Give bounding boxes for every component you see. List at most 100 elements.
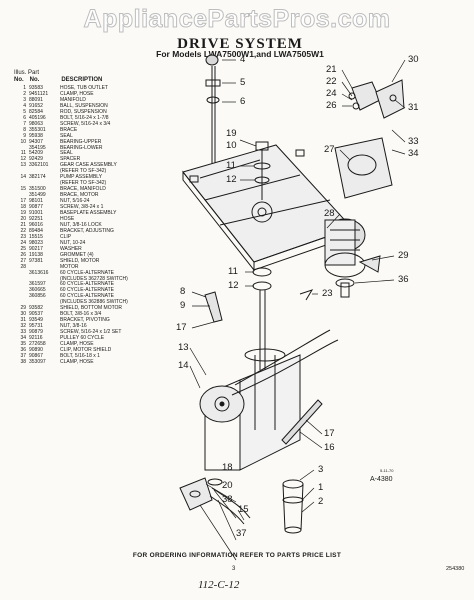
callout-18: 18	[222, 462, 233, 473]
part-description: 60 CYCLE-ALTERNATE	[60, 269, 114, 276]
part-illus-no: 22	[20, 227, 26, 234]
part-illus-no: 35	[20, 340, 26, 347]
part-number: 353097	[29, 358, 46, 365]
part-number: 93582	[29, 305, 43, 312]
callout-10: 10	[226, 140, 237, 151]
suspension-rod	[205, 66, 221, 178]
callout-36: 36	[398, 274, 409, 285]
callout-12: 12	[226, 174, 237, 185]
hose	[207, 478, 251, 525]
part-description: CLIP	[60, 233, 72, 240]
part-number: 354195	[29, 144, 46, 151]
part-description: GROMMET (4)	[60, 251, 94, 258]
parts-row: (INCLUDES 362886 SWITCH)	[13, 299, 155, 306]
part-description: CLAMP, HOSE	[60, 90, 94, 97]
part-illus-no: 10	[20, 138, 26, 145]
part-number: 360665	[29, 287, 46, 294]
part-illus-no: 5	[23, 108, 26, 115]
models-subtitle: For Models LWA7500W1,and LWA7505W1	[156, 49, 324, 59]
part-description: ROD, SUSPENSION	[60, 108, 107, 115]
part-description: CLAMP, HOSE	[60, 340, 94, 347]
page-number: 3	[232, 566, 236, 572]
part-illus-no: 19	[20, 210, 26, 217]
part-illus-no: 1	[23, 85, 26, 91]
part-number: 96016	[29, 221, 43, 228]
callout-31: 31	[408, 102, 419, 113]
watermark: AppliancePartsPros.com	[83, 5, 391, 34]
part-description: (REFER TO SF-342)	[60, 168, 107, 175]
part-description: PULLEY 60 CYCLE	[60, 335, 105, 342]
callout-34: 34	[408, 148, 419, 159]
callout-33: 33	[408, 136, 419, 147]
part-number: 9451121	[29, 90, 49, 97]
part-illus-no: 36	[20, 346, 26, 353]
part-illus-no: 33	[20, 329, 26, 336]
part-description: NUT, 5/16-24	[60, 198, 90, 205]
part-description: (INCLUDES 362886 SWITCH)	[60, 299, 128, 306]
part-description: BASEPLATE ASSEMBLY	[60, 210, 117, 217]
tub-outlet-hose	[282, 479, 304, 534]
part-number: 88091	[29, 96, 43, 103]
part-illus-no: 8	[23, 126, 26, 133]
handwritten-note: 112-C-12	[198, 579, 240, 591]
part-description: 60 CYCLE-ALTERNATE	[60, 293, 114, 300]
part-number: 355301	[29, 126, 46, 133]
part-description: BRACKET, PIVOTING	[60, 317, 110, 324]
callout-5: 5	[240, 77, 246, 88]
callout-22: 22	[326, 76, 337, 87]
part-description: NUT, 3/8-16 LOCK	[60, 221, 102, 228]
callout-29: 29	[398, 250, 409, 261]
part-number: 92429	[29, 156, 43, 163]
part-description: CLIP, MOTOR SHIELD	[60, 346, 112, 353]
part-number: 89484	[29, 227, 43, 234]
manifold	[179, 477, 213, 511]
parts-row: (REFER TO SF-342)	[13, 180, 155, 187]
drive-shaft	[259, 290, 266, 370]
part-illus-no: 34	[20, 335, 26, 342]
part-illus-no: 18	[20, 204, 26, 211]
part-description: BRACE, MANIFOLD	[60, 186, 106, 193]
part-number: 361597	[29, 281, 46, 288]
callout-12-lower: 12	[228, 280, 239, 291]
callout-8: 8	[180, 286, 186, 297]
callout-28: 28	[324, 208, 335, 219]
part-description: BRACE	[60, 126, 78, 133]
callout-11: 11	[226, 160, 236, 171]
part-illus-no: 28	[20, 263, 26, 270]
callout-26: 26	[326, 100, 337, 111]
part-number: 90867	[29, 352, 43, 359]
part-description: (REFER TO SF-342)	[60, 180, 107, 187]
part-description: SEAL	[60, 150, 73, 157]
brace	[204, 291, 223, 323]
part-illus-no: 21	[20, 221, 26, 228]
part-illus-no: 13	[20, 162, 26, 169]
part-description: SPACER	[60, 156, 81, 163]
part-illus-no: 30	[20, 311, 26, 318]
part-description: BEARING-LOWER	[60, 144, 103, 151]
bearing-stack-lower	[252, 267, 272, 291]
part-number: 92251	[29, 215, 43, 222]
part-illus-no: 15	[20, 186, 26, 193]
part-number: 91001	[29, 210, 43, 217]
part-number: 54209	[29, 150, 43, 157]
part-illus-no: 24	[20, 239, 26, 246]
